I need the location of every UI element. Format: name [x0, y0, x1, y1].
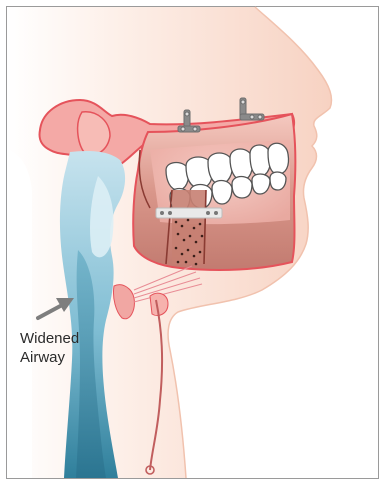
- tooth: [230, 149, 253, 180]
- tooth: [212, 181, 232, 205]
- tooth: [252, 174, 270, 194]
- bone-screw-icon: [241, 100, 245, 104]
- bone-screw-icon: [206, 211, 210, 215]
- bone-screw-icon: [185, 112, 189, 116]
- bone-plate-icon: [156, 208, 222, 218]
- bone-screw-icon: [168, 211, 172, 215]
- bone-screw-icon: [258, 115, 262, 119]
- airway-label-line2: Airway: [20, 348, 90, 367]
- tooth: [268, 143, 289, 174]
- airway-label-line1: Widened: [20, 329, 90, 348]
- bone-graft: [166, 190, 206, 265]
- bone-screw-icon: [160, 211, 164, 215]
- tooth: [208, 153, 232, 184]
- cervical-spine: [10, 150, 32, 478]
- tooth: [250, 145, 271, 176]
- bone-screw-icon: [214, 211, 218, 215]
- widened-airway-label: Widened Airway: [20, 329, 90, 367]
- tooth: [270, 172, 286, 190]
- bone-screw-icon: [193, 127, 197, 131]
- tooth: [232, 177, 252, 199]
- bone-screw-icon: [250, 115, 254, 119]
- bone-screw-icon: [181, 127, 185, 131]
